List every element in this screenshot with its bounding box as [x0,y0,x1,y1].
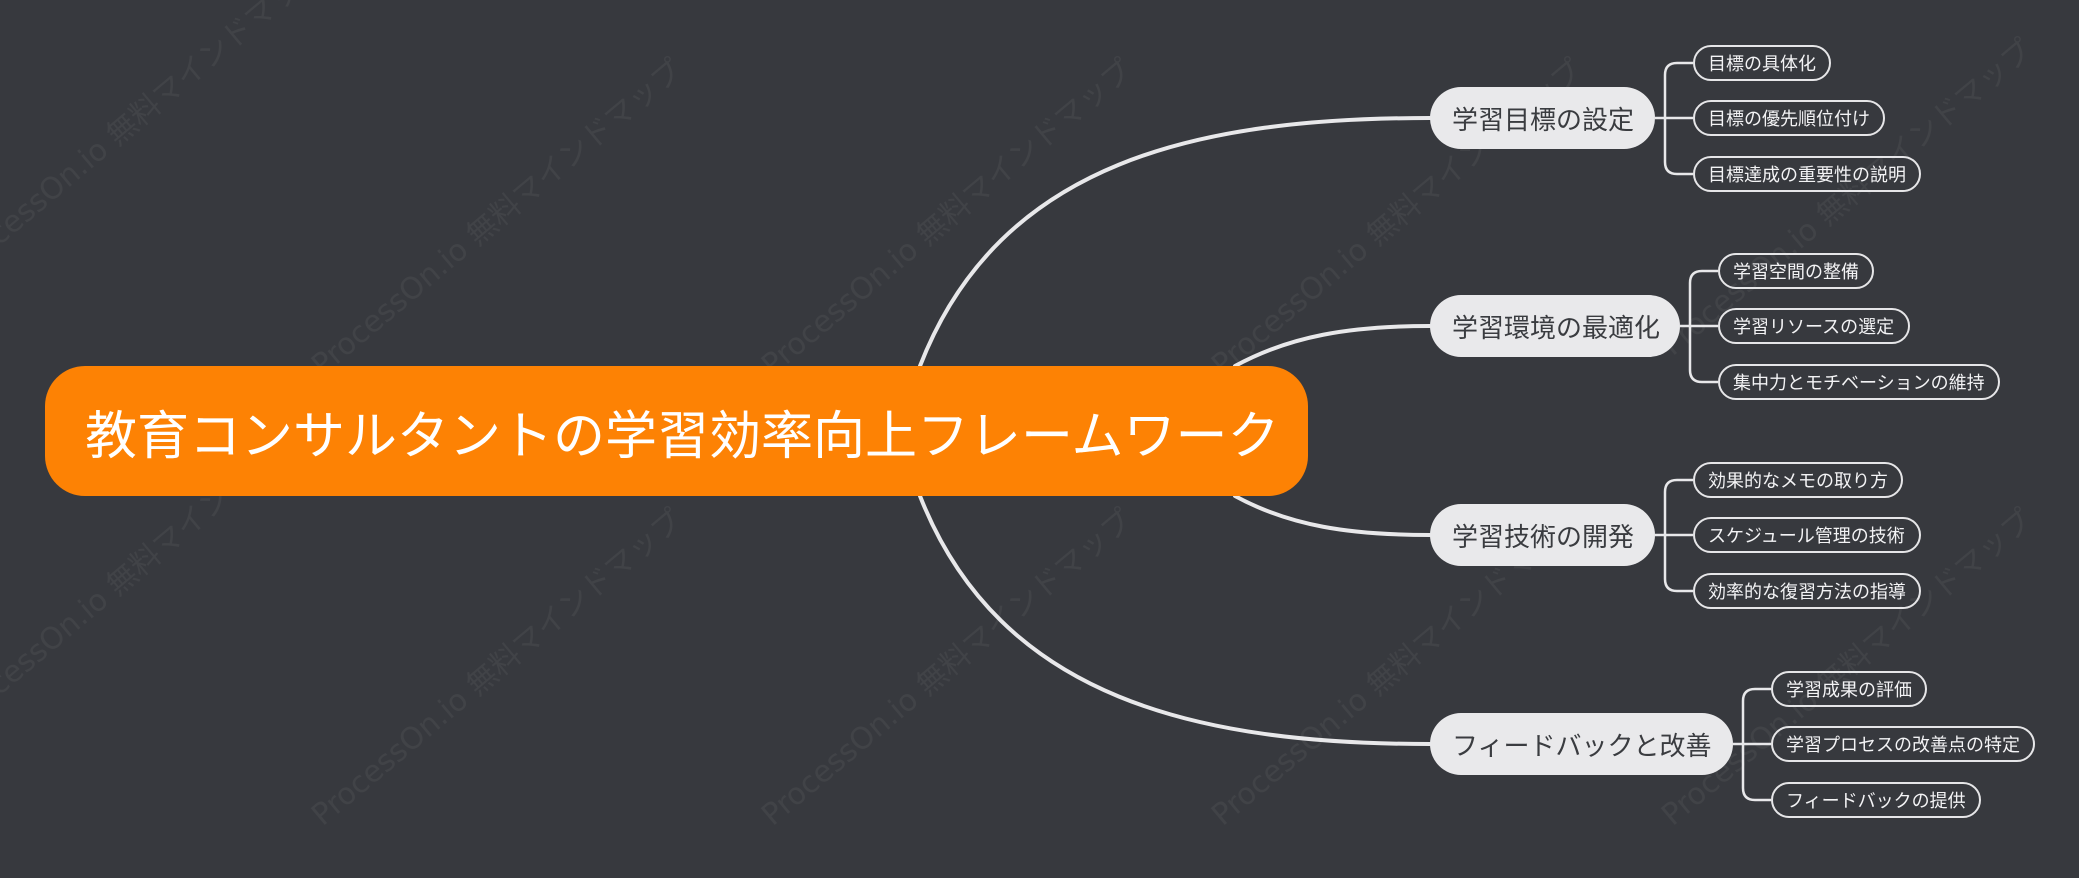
leaf-node[interactable]: 目標達成の重要性の説明 [1693,156,1921,192]
leaf-node[interactable]: 集中力とモチベーションの維持 [1718,364,2000,400]
connector-root-branch-2 [1233,324,1432,368]
leaf-label: フィードバックの提供 [1786,791,1966,812]
connector-branch-1-leaf-1 [1655,61,1693,120]
connector-root-branch-1 [918,116,1432,368]
leaf-node[interactable]: フィードバックの提供 [1771,782,1981,818]
leaf-node[interactable]: 学習プロセスの改善点の特定 [1771,726,2035,762]
leaf-node[interactable]: 目標の具体化 [1693,45,1831,81]
leaf-node[interactable]: 学習成果の評価 [1771,671,1927,707]
branch-label: 学習技術の開発 [1452,522,1635,553]
leaf-label: 目標達成の重要性の説明 [1708,165,1906,186]
leaf-label: 学習リソースの選定 [1733,317,1895,338]
leaf-label: 目標の具体化 [1708,54,1816,75]
branch-label: 学習環境の最適化 [1452,313,1661,344]
connector-branch-2-leaf-1 [1680,269,1718,328]
root-label: 教育コンサルタントの学習効率向上フレームワーク [85,406,1280,467]
leaf-node[interactable]: スケジュール管理の技術 [1693,517,1921,553]
branch-node-feedback[interactable]: フィードバックと改善 [1430,713,1733,775]
connector-branch-4-leaf-3 [1741,744,1771,802]
connector-branch-3-leaf-3 [1663,535,1693,593]
leaf-label: スケジュール管理の技術 [1708,526,1905,547]
branch-node-goal-setting[interactable]: 学習目標の設定 [1430,87,1655,149]
connector-root-branch-4 [918,494,1432,746]
leaf-node[interactable]: 効率的な復習方法の指導 [1693,573,1921,609]
connector-branch-2-leaf-3 [1688,326,1718,384]
connector-branch-1-leaf-3 [1663,118,1693,176]
leaf-node[interactable]: 学習空間の整備 [1718,253,1874,289]
leaf-node[interactable]: 効果的なメモの取り方 [1693,462,1903,498]
branch-node-techniques[interactable]: 学習技術の開発 [1430,504,1655,566]
leaf-label: 学習空間の整備 [1733,262,1859,283]
branch-node-environment[interactable]: 学習環境の最適化 [1430,295,1680,357]
leaf-label: 目標の優先順位付け [1708,109,1870,130]
leaf-label: 効率的な復習方法の指導 [1708,582,1906,603]
root-node[interactable]: 教育コンサルタントの学習効率向上フレームワーク [45,366,1308,496]
connector-branch-4-leaf-1 [1733,687,1771,746]
leaf-node[interactable]: 目標の優先順位付け [1693,100,1885,136]
leaf-label: 学習成果の評価 [1786,680,1912,701]
connector-branch-3-leaf-1 [1655,478,1693,537]
leaf-node[interactable]: 学習リソースの選定 [1718,308,1910,344]
branch-label: フィードバックと改善 [1452,731,1712,762]
leaf-label: 集中力とモチベーションの維持 [1733,373,1985,394]
leaf-label: 効果的なメモの取り方 [1708,471,1888,492]
connector-root-branch-3 [1233,494,1432,537]
leaf-label: 学習プロセスの改善点の特定 [1786,735,2020,756]
branch-label: 学習目標の設定 [1452,105,1635,136]
